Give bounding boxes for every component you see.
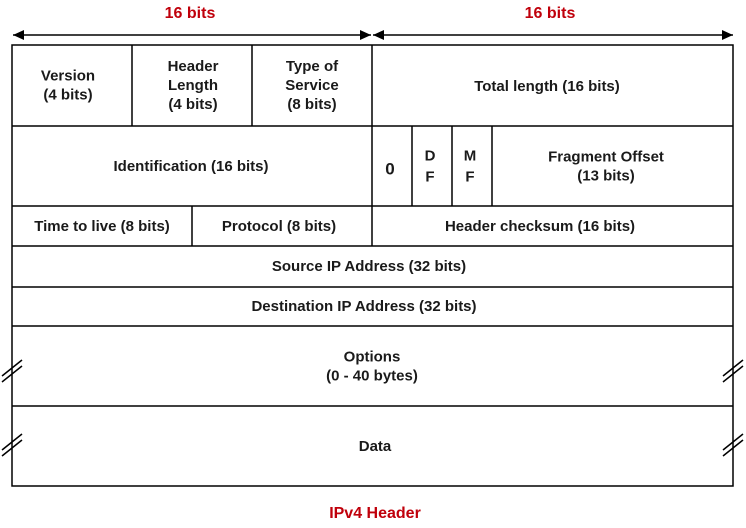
right-width-arrow (373, 30, 733, 40)
left-width-arrow (13, 30, 371, 40)
field-identification: Identification (16 bits) (113, 158, 268, 175)
field-protocol: Protocol (8 bits) (222, 218, 336, 235)
field-time-to-live: Time to live (8 bits) (34, 218, 170, 235)
field-options: Options(0 - 40 bytes) (326, 348, 418, 384)
field-total-length: Total length (16 bits) (474, 78, 620, 95)
header-grid (11, 44, 734, 487)
field-source-ip: Source IP Address (32 bits) (272, 258, 466, 275)
options-break-marks (1, 359, 744, 383)
field-fragment-offset: Fragment Offset(13 bits) (548, 148, 664, 184)
field-data: Data (359, 438, 392, 455)
data-break-marks (1, 433, 744, 457)
diagram-caption: IPv4 Header (329, 505, 421, 522)
field-destination-ip: Destination IP Address (32 bits) (251, 298, 476, 315)
left-width-label: 16 bits (165, 5, 216, 22)
right-width-label: 16 bits (525, 5, 576, 22)
field-version: Version(4 bits) (41, 67, 95, 103)
field-reserved-zero: 0 (385, 159, 394, 178)
field-header-checksum: Header checksum (16 bits) (445, 218, 635, 235)
